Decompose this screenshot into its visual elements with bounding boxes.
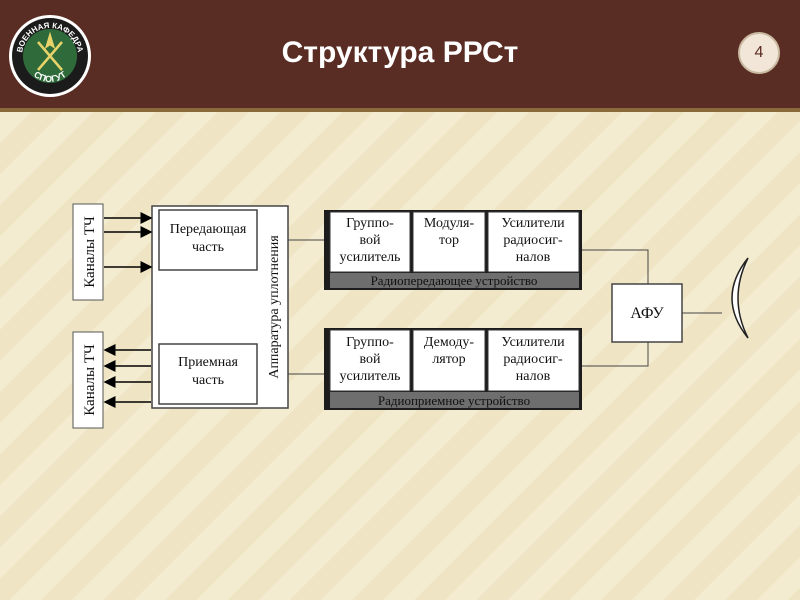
channels-top-box: [72, 203, 104, 301]
tx-group-amplifier-line2: вой: [359, 233, 381, 248]
header-divider: [0, 108, 800, 112]
rx-caption-bar: [330, 392, 579, 408]
antenna-icon: [731, 257, 749, 339]
page-title: Структура РРСт: [281, 36, 519, 69]
afu-box: [611, 283, 683, 343]
rx-group-amplifier-line2: вой: [359, 352, 381, 367]
transmit-part-line2: часть: [192, 240, 224, 255]
tx-group-amplifier-line1: Группо-: [346, 216, 394, 231]
receive-part-line1: Приемная: [178, 355, 238, 370]
connection-lines: [288, 239, 722, 375]
channels-bottom-box: [72, 331, 104, 429]
input-arrows: [104, 212, 153, 273]
svg-text:СПОГУТ: СПОГУТ: [32, 69, 68, 84]
tx-rf-amplifiers-line2: радиосиг-: [503, 233, 563, 248]
tx-rf-amplifiers-line1: Усилители: [501, 216, 565, 231]
channels-top-label: Каналы ТЧ: [82, 216, 98, 288]
receive-part-box: [158, 343, 258, 405]
rx-demodulator-line2: лятор: [432, 352, 465, 367]
tx-modulator-line1: Модуля-: [424, 216, 475, 231]
rx-group-amplifier-line3: усилитель: [340, 369, 401, 384]
rx-device-caption: Радиоприемное устройство: [378, 393, 530, 408]
transmit-part-line1: Передающая: [170, 222, 247, 237]
receive-part-line2: часть: [192, 373, 224, 388]
logo-emblem: ВОЕННАЯ КАФЕДРА СПОГУТ: [9, 15, 91, 97]
rx-rf-amplifiers-line3: налов: [516, 369, 551, 384]
rx-demodulator-box: [412, 329, 486, 392]
transmit-part-box: [158, 209, 258, 271]
slide-header: [0, 0, 800, 108]
page-number: 4: [738, 32, 780, 74]
tx-modulator-line2: тор: [439, 233, 459, 248]
afu-label: АФУ: [630, 305, 664, 322]
tx-rf-amplifiers-line3: налов: [516, 250, 551, 265]
rx-group-amplifier-box: [329, 329, 411, 392]
tx-group-amplifier-line3: усилитель: [340, 250, 401, 265]
tx-caption-bar: [330, 273, 579, 288]
channels-bottom-label: Каналы ТЧ: [82, 344, 98, 416]
output-arrows: [103, 344, 151, 408]
rx-rf-amplifiers-line1: Усилители: [501, 335, 565, 350]
tx-rf-amplifiers-box: [487, 211, 580, 273]
multiplexing-label: Аппаратура уплотнения: [267, 235, 282, 379]
rx-group-amplifier-line1: Группо-: [346, 335, 394, 350]
tx-group-amplifier-box: [329, 211, 411, 273]
rx-rf-amplifiers-box: [487, 329, 580, 392]
rx-rf-amplifiers-line2: радиосиг-: [503, 352, 563, 367]
tx-device-caption: Радиопередающее устройство: [371, 273, 538, 288]
rx-demodulator-line1: Демоду-: [424, 335, 475, 350]
logo-bottom-text: СПОГУТ: [32, 69, 68, 84]
tx-modulator-box: [412, 211, 486, 273]
